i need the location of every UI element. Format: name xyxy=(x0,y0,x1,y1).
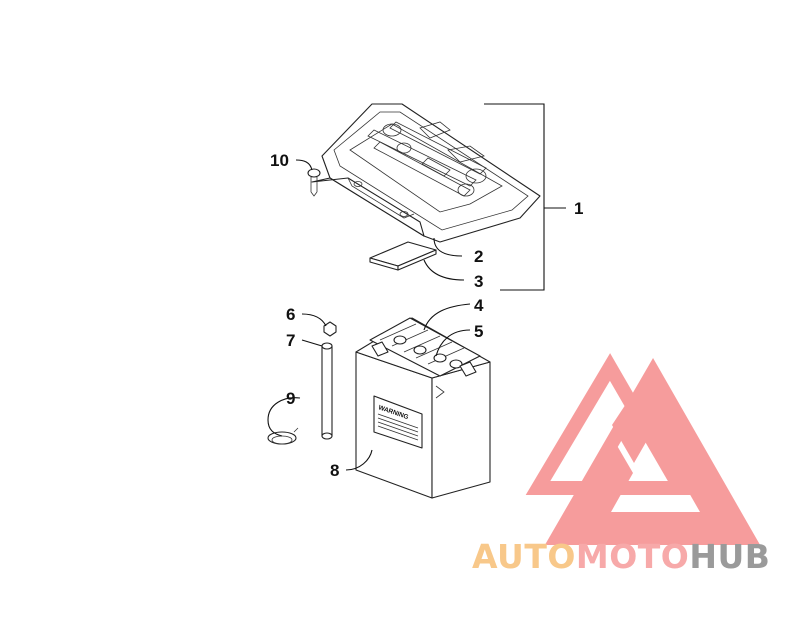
screw-part xyxy=(307,168,321,197)
callout-4: 4 xyxy=(474,296,484,315)
callout-3: 3 xyxy=(474,272,483,291)
logo-text-moto: MOTO xyxy=(576,537,689,576)
pad-part xyxy=(369,241,437,271)
callout-1: 1 xyxy=(574,199,583,218)
leader-lines xyxy=(267,103,566,471)
clamp-ring-part xyxy=(267,427,299,445)
callout-2: 2 xyxy=(474,247,483,266)
svg-text:AUTOMOTOHUB: AUTOMOTOHUB xyxy=(472,537,770,576)
tool-kit-tray xyxy=(311,103,541,243)
logo-triangle-icon xyxy=(548,363,760,545)
callout-9: 9 xyxy=(286,389,295,408)
callout-7: 7 xyxy=(286,331,295,350)
callout-6: 6 xyxy=(286,305,295,324)
callout-labels: 1 2 3 4 5 6 7 8 9 10 xyxy=(270,151,583,480)
nut-part xyxy=(323,321,337,337)
callout-8: 8 xyxy=(330,461,339,480)
logo-text-auto: AUTO xyxy=(472,537,576,576)
logo-text-hub: HUB xyxy=(689,537,770,576)
callout-10: 10 xyxy=(270,151,289,170)
watermark-logo xyxy=(525,353,761,545)
vent-tube-part xyxy=(321,342,333,440)
battery-part: WARNING xyxy=(355,317,491,499)
callout-5: 5 xyxy=(474,322,483,341)
